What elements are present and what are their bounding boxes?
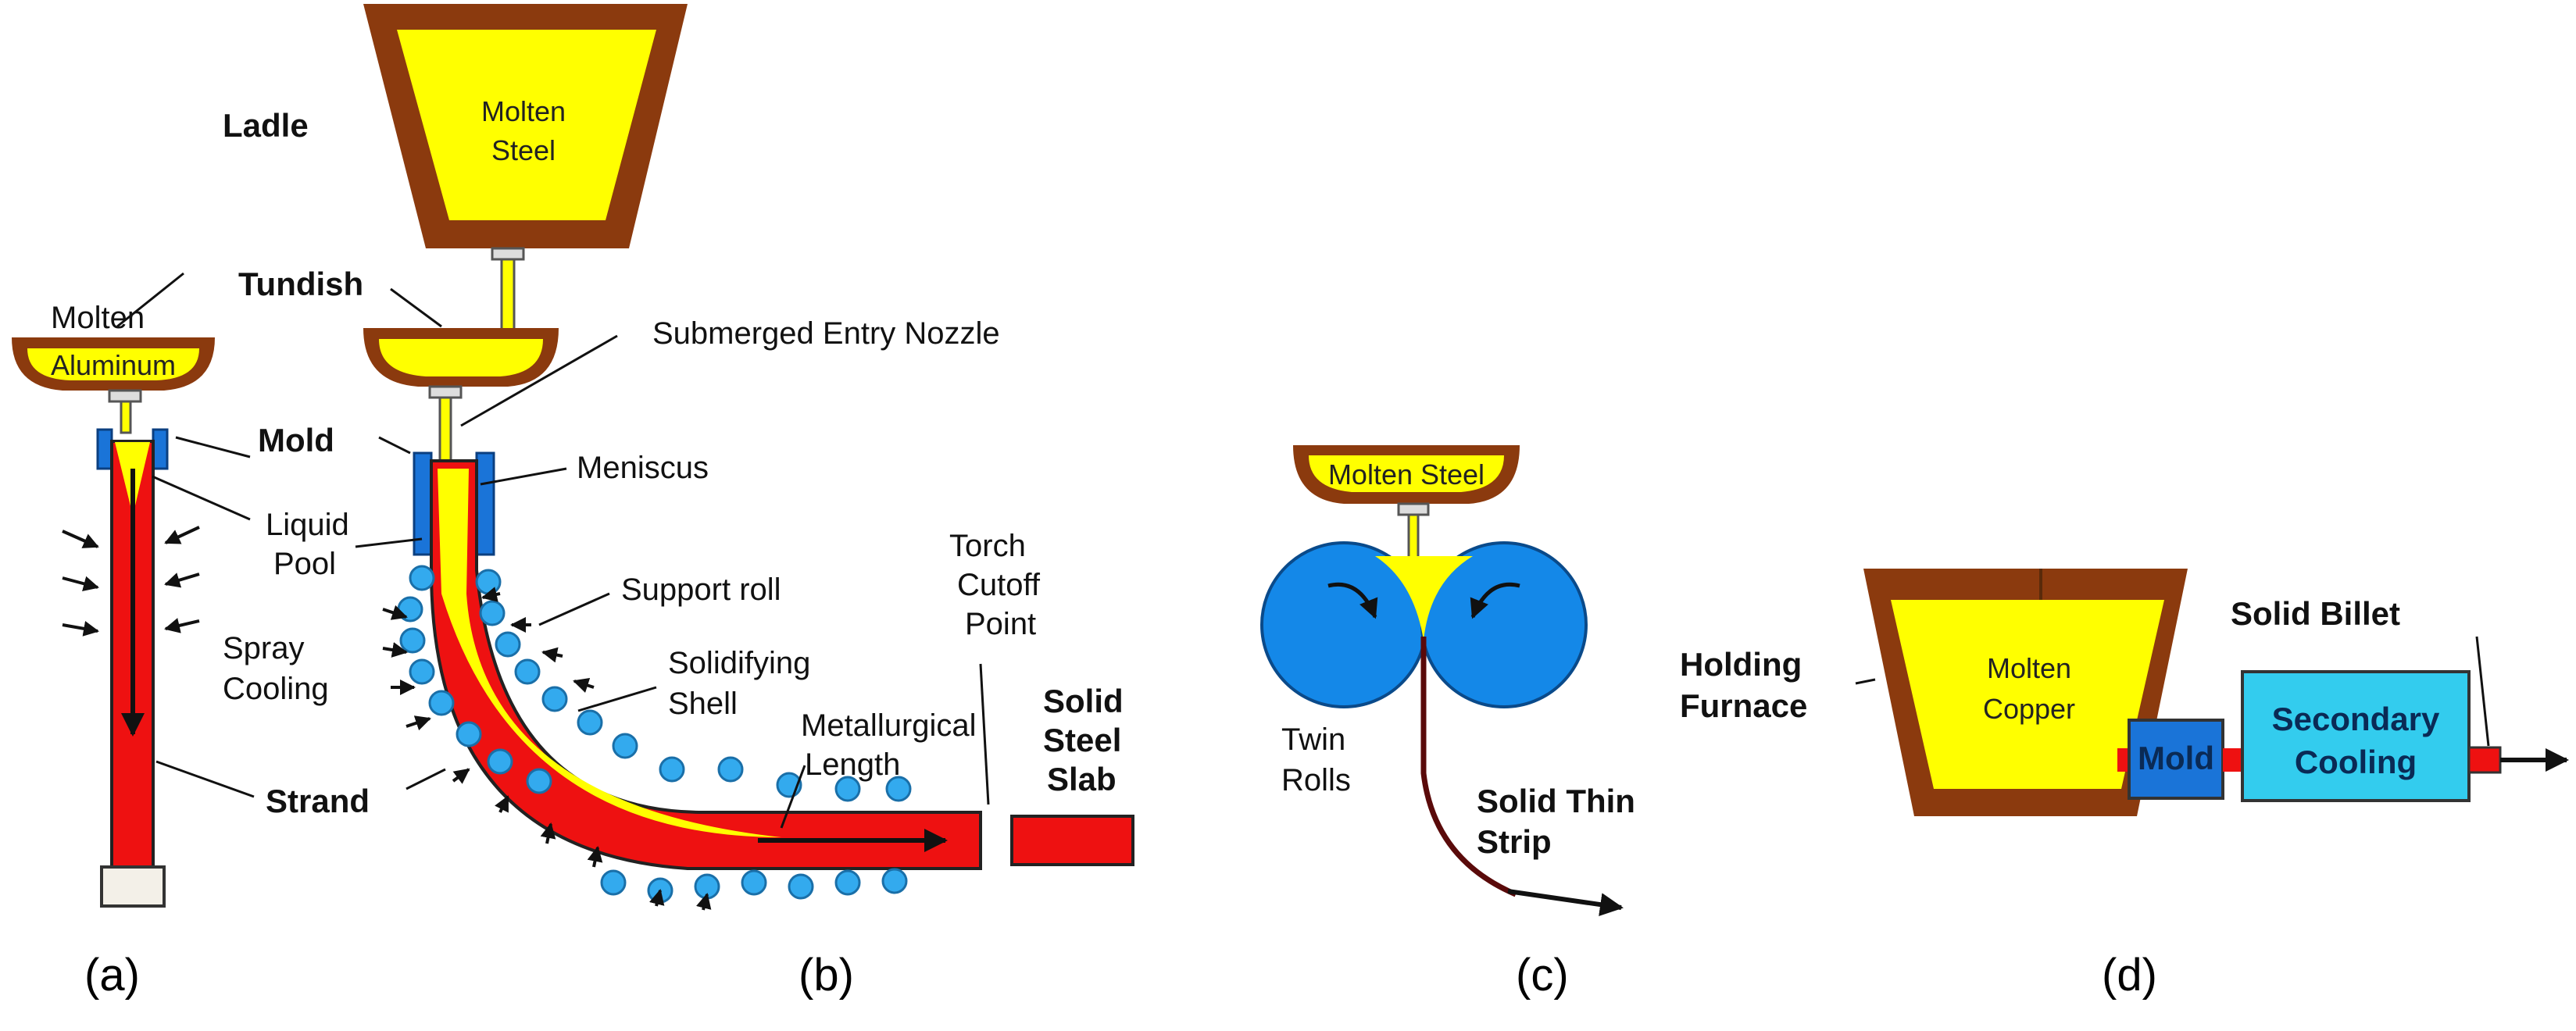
panel-d-caption: (d) <box>2102 950 2157 1001</box>
panel-b-slab-line3: Slab <box>1047 761 1117 797</box>
support-roll <box>788 873 814 900</box>
panel-b-slab-line2: Steel <box>1043 722 1121 758</box>
panel-c-caption: (c) <box>1516 950 1569 1001</box>
spray-arrow <box>406 715 431 731</box>
panel-d-copper-line2: Copper <box>1983 693 2075 725</box>
spray-arrow <box>452 768 470 784</box>
support-roll <box>541 686 568 712</box>
support-roll <box>487 748 513 775</box>
panel-b-tundish-label: Tundish <box>238 266 363 302</box>
panel-b-slab-line1: Solid <box>1043 683 1124 719</box>
support-roll <box>600 869 627 896</box>
panel-a-spray-line1: Spray <box>223 631 305 665</box>
support-roll <box>612 733 638 759</box>
support-roll <box>495 631 521 658</box>
support-roll <box>409 565 435 591</box>
panel-d-mold-label: Mold <box>2138 740 2214 776</box>
panel-a-strand-label: Strand <box>266 783 370 819</box>
panel-d-copper-line1: Molten <box>1987 652 2071 684</box>
panel-b: Ladle Molten Steel Tundish Submerged Ent… <box>223 4 1134 1001</box>
support-roll <box>659 756 685 783</box>
panel-d-molten-copper <box>1891 600 2164 789</box>
panel-a-liquid-pool-line1: Liquid <box>266 508 349 542</box>
spray-arrow <box>495 795 509 813</box>
spray-arrow <box>382 642 408 658</box>
support-roll <box>514 658 541 685</box>
panel-b-ladle-molten-steel <box>397 30 656 220</box>
panel-d-cooling-line2: Cooling <box>2295 744 2417 780</box>
panel-b-ladle-label: Ladle <box>223 107 309 144</box>
panel-c-thin-strip <box>1420 637 1517 897</box>
panel-b-support-rolls <box>397 565 912 904</box>
panel-a-aluminum-label: Aluminum <box>51 349 176 381</box>
panel-a-spray-arrows <box>62 526 200 637</box>
spray-arrow <box>695 893 712 911</box>
panel-c-strip-line2: Strip <box>1477 823 1552 860</box>
panel-d: Holding Furnace Molten Copper Mold Secon… <box>1680 569 2569 1001</box>
support-roll <box>885 776 912 802</box>
spray-arrow <box>541 647 563 663</box>
panel-d-furnace-line2: Furnace <box>1680 687 1807 724</box>
panel-a-liquid-pool-line2: Pool <box>273 547 336 581</box>
panel-d-furnace-line1: Holding <box>1680 646 1802 683</box>
panel-a-mold <box>96 428 113 470</box>
panel-b-nozzle-label: Submerged Entry Nozzle <box>652 316 1000 351</box>
panel-b-meniscus-label: Meniscus <box>577 451 709 485</box>
panel-c-strip-line1: Solid Thin <box>1477 783 1635 819</box>
panel-b-support-roll-label: Support roll <box>621 573 781 607</box>
panel-c-rolls-line2: Rolls <box>1281 763 1351 797</box>
panel-b-caption: (b) <box>799 950 854 1001</box>
panel-b-ladle-content-line2: Steel <box>491 134 556 166</box>
spray-arrow <box>540 822 556 844</box>
spray-arrow <box>481 587 501 602</box>
spray-arrow <box>648 889 665 907</box>
panel-b-metallurgical-line2: Length <box>805 747 900 782</box>
panel-b-slab <box>1010 815 1134 866</box>
support-roll <box>428 690 455 716</box>
panel-b-ladle-content-line1: Molten <box>481 95 566 127</box>
panel-d-solid-billet <box>2467 746 2502 774</box>
support-roll <box>409 658 435 685</box>
panel-a: Molten Aluminum Mold Liquid Pool Spray C… <box>12 272 370 1001</box>
support-roll <box>834 869 861 896</box>
support-roll <box>475 569 502 595</box>
support-roll <box>834 776 861 802</box>
support-roll <box>577 709 603 736</box>
support-roll <box>717 756 744 783</box>
panel-d-cooling-line1: Secondary <box>2272 701 2440 737</box>
spray-arrow <box>573 677 595 694</box>
support-roll <box>881 868 908 894</box>
panel-a-spray-line2: Cooling <box>223 672 329 706</box>
support-roll <box>526 768 552 794</box>
spray-arrow <box>382 605 408 620</box>
panel-b-torch-line2: Cutoff <box>957 568 1041 602</box>
support-roll <box>479 600 506 626</box>
panel-d-billet-label: Solid Billet <box>2231 595 2400 632</box>
panel-a-molten-label: Molten <box>51 301 145 335</box>
panel-a-molten-aluminum <box>27 348 199 380</box>
panel-b-spray-arrows <box>382 587 712 911</box>
panel-b-metallurgical-line1: Metallurgical <box>801 708 977 743</box>
panel-b-shell-line1: Solidifying <box>668 646 810 680</box>
spray-arrow <box>587 846 603 868</box>
panel-b-shell-line2: Shell <box>668 687 738 721</box>
panel-c-tundish-content: Molten Steel <box>1328 458 1485 491</box>
panel-c: Molten Steel Twin Rolls Solid Thin Strip… <box>1260 445 1635 1001</box>
support-roll <box>456 721 482 747</box>
panel-b-torch-line3: Point <box>965 607 1036 641</box>
support-roll <box>399 627 426 654</box>
support-roll <box>741 869 767 896</box>
panel-d-mold <box>2128 719 2224 800</box>
panel-b-strand <box>430 459 982 870</box>
panel-d-secondary-cooling <box>2241 670 2471 802</box>
panel-a-mold-label: Mold <box>258 422 334 458</box>
support-roll <box>397 596 423 623</box>
panel-a-caption: (a) <box>84 950 140 1001</box>
panel-c-rolls-line1: Twin <box>1281 722 1345 757</box>
panel-b-torch-line1: Torch <box>949 529 1026 563</box>
